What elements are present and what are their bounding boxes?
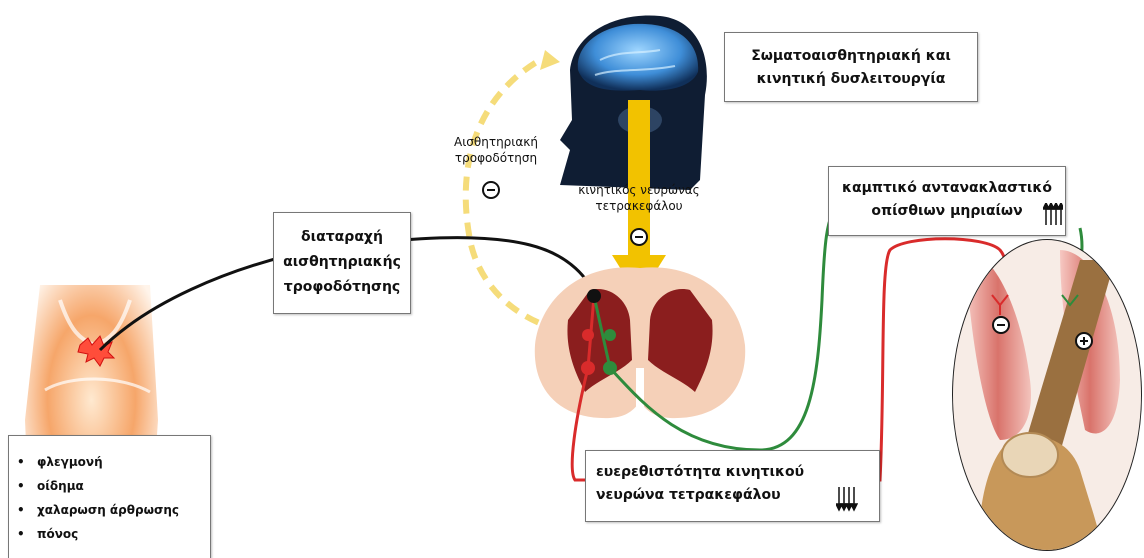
excitability-box: ευερεθιστότητα κινητικού νευρώνα τετρακε…: [585, 450, 880, 522]
motor-neuron-line-2: τετρακεφάλου: [562, 198, 716, 214]
flexor-reflex-box: καμπτικό αντανακλαστικό οπίσθιων μηριαίω…: [828, 166, 1066, 236]
excite-plus-icon: [1075, 332, 1093, 350]
sensory-feedback-line-2: τροφοδότηση: [446, 150, 546, 166]
spinal-cord-icon: [535, 267, 745, 418]
symptom-item: οίδημα: [9, 474, 210, 498]
flexor-reflex-line-1: καμπτικό αντανακλαστικό: [829, 177, 1065, 200]
sensory-feedback-label: Αισθητηριακή τροφοδότηση: [446, 134, 546, 166]
inhibit-minus-icon: [482, 181, 500, 199]
symptom-item: χαλαρωση άρθρωσης: [9, 498, 210, 522]
sensory-disturbance-line-1: διαταραχή: [274, 225, 410, 250]
symptom-item: φλεγμονή: [9, 450, 210, 474]
sensory-disturbance-box: διαταραχή αισθητηριακής τροφοδότησης: [273, 212, 411, 314]
knee-muscles-icon: [950, 230, 1144, 558]
flexor-reflex-line-2: οπίσθιων μηριαίων: [829, 200, 1065, 223]
sensory-disturbance-line-3: τροφοδότησης: [274, 275, 410, 300]
inhibit-minus-icon: [992, 316, 1010, 334]
inhibit-minus-icon: [630, 228, 648, 246]
dysfunction-box: Σωματοαισθητηριακή και κινητική δυσλειτο…: [724, 32, 978, 102]
motor-neuron-line-1: κινητικός νευρώνας: [562, 182, 716, 198]
sensory-feedback-arrowhead: [540, 50, 560, 70]
excitability-line-1: ευερεθιστότητα κινητικού: [596, 461, 879, 484]
sensory-feedback-line-1: Αισθητηριακή: [446, 134, 546, 150]
down-arrows-icon: [836, 487, 858, 513]
sensory-feedback-loop: [466, 60, 560, 330]
motor-neuron-label: κινητικός νευρώνας τετρακεφάλου: [562, 182, 716, 214]
symptoms-list: φλεγμονή οίδημα χαλαρωση άρθρωσης πόνος: [9, 450, 210, 546]
up-arrows-icon: [1043, 203, 1063, 227]
dysfunction-line-1: Σωματοαισθητηριακή και: [725, 45, 977, 68]
symptom-item: πόνος: [9, 522, 210, 546]
symptoms-box: φλεγμονή οίδημα χαλαρωση άρθρωσης πόνος: [8, 435, 211, 558]
dysfunction-line-2: κινητική δυσλειτουργία: [725, 68, 977, 91]
sensory-disturbance-line-2: αισθητηριακής: [274, 250, 410, 275]
